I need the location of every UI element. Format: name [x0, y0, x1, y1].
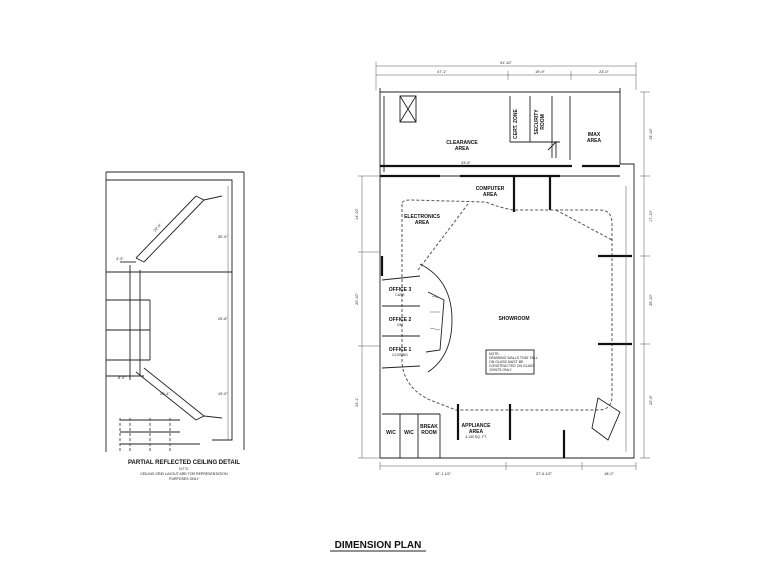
dim-top-1: 47'-1"	[437, 70, 447, 74]
imax-area-label-2: AREA	[587, 138, 602, 144]
detail-title: PARTIAL REFLECTED CEILING DETAIL	[128, 460, 240, 466]
electronics-area-label-2: AREA	[415, 220, 430, 226]
clearance-area-label-2: AREA	[455, 146, 470, 152]
dim-left-3: 24'-1"	[355, 397, 359, 407]
note-line-4: CONSTRUCTED ON GLASS	[489, 364, 535, 368]
wc-1-label: W/C	[386, 430, 396, 436]
computer-area-label-2: AREA	[483, 192, 498, 198]
wc-2-label: W/C	[404, 430, 414, 436]
electronics-area-label-1: ELECTRONICS	[404, 214, 441, 220]
note-line-3: ON GLASS MUST BE	[489, 360, 524, 364]
imax-area-label-1: IMAX	[588, 132, 601, 138]
dim-right-3: 25'-10"	[649, 293, 653, 305]
floor-plan	[358, 62, 650, 470]
appliance-area-label-2: AREA	[469, 429, 484, 435]
appliance-area-size: 4,130 SQ. FT.	[465, 435, 487, 439]
svg-text:20'-4": 20'-4"	[160, 392, 170, 396]
note-line-2: DEMISING WALLS THAT FALL	[489, 356, 538, 360]
office-1-sublabel: CLOSING	[392, 353, 408, 357]
dim-bottom-1: 42'-1 1/2"	[435, 472, 452, 476]
note-line-1: NOTE:	[489, 352, 500, 356]
glass-wall-note: NOTE: DEMISING WALLS THAT FALL ON GLASS …	[485, 349, 538, 375]
dim-left-1: 14'-10"	[355, 207, 359, 219]
svg-text:20'-8": 20'-8"	[218, 317, 228, 321]
office-3-sublabel: CASE	[395, 293, 405, 297]
dim-right-2: 17'-10"	[649, 209, 653, 221]
dim-top-3: 23'-0"	[599, 70, 609, 74]
dim-bottom-2: 27'-6 1/2"	[536, 472, 553, 476]
showroom-label: SHOWROOM	[498, 316, 529, 322]
dim-right-1: 19'-10"	[649, 127, 653, 139]
cert-zone-label: CERT. ZONE	[513, 108, 519, 138]
detail-scale: N.T.S.	[179, 467, 189, 471]
break-room-label-2: ROOM	[421, 430, 437, 436]
detail-note-line2: PURPOSES ONLY	[169, 477, 199, 481]
office-2-label: OFFICE 2	[389, 317, 412, 323]
dim-right-4: 22'-6"	[649, 395, 653, 405]
note-line-5: JOINTS ONLY	[489, 368, 512, 372]
office-3-label: OFFICE 3	[389, 287, 412, 293]
svg-text:19'-0": 19'-0"	[218, 392, 228, 396]
dimension-plan-title: DIMENSION PLAN	[335, 540, 422, 551]
svg-text:4'-3": 4'-3"	[116, 257, 124, 261]
svg-text:20'-4": 20'-4"	[153, 223, 163, 233]
svg-text:30'-0": 30'-0"	[218, 235, 228, 239]
computer-area-label-1: COMPUTER	[476, 186, 505, 192]
dim-overall-top: 91'-10"	[500, 61, 512, 65]
break-room-label-1: BREAK	[420, 424, 438, 430]
dim-clearance-width: 33'-6"	[461, 161, 471, 165]
dim-left-2: 20'-10"	[355, 292, 359, 304]
detail-note-line1: CEILING GRID LAYOUT ARE FOR REPRESENTATI…	[140, 472, 228, 476]
dim-bottom-3: 18'-0"	[604, 472, 614, 476]
office-2-sublabel: GM	[397, 323, 403, 327]
security-room-label-2: ROOM	[540, 114, 546, 130]
clearance-area-label-1: CLEARANCE	[446, 140, 478, 146]
dim-top-2: 19'-9"	[535, 70, 545, 74]
security-room-label-1: SECURITY	[534, 109, 540, 135]
svg-text:8'-0": 8'-0"	[118, 376, 126, 380]
appliance-area-label-1: APPLIANCE	[462, 423, 492, 429]
ceiling-detail: 30'-0" 20'-8" 19'-0" 20'-4" 20'-4" 4'-3"…	[105, 171, 245, 452]
office-1-label: OFFICE 1	[389, 347, 412, 353]
